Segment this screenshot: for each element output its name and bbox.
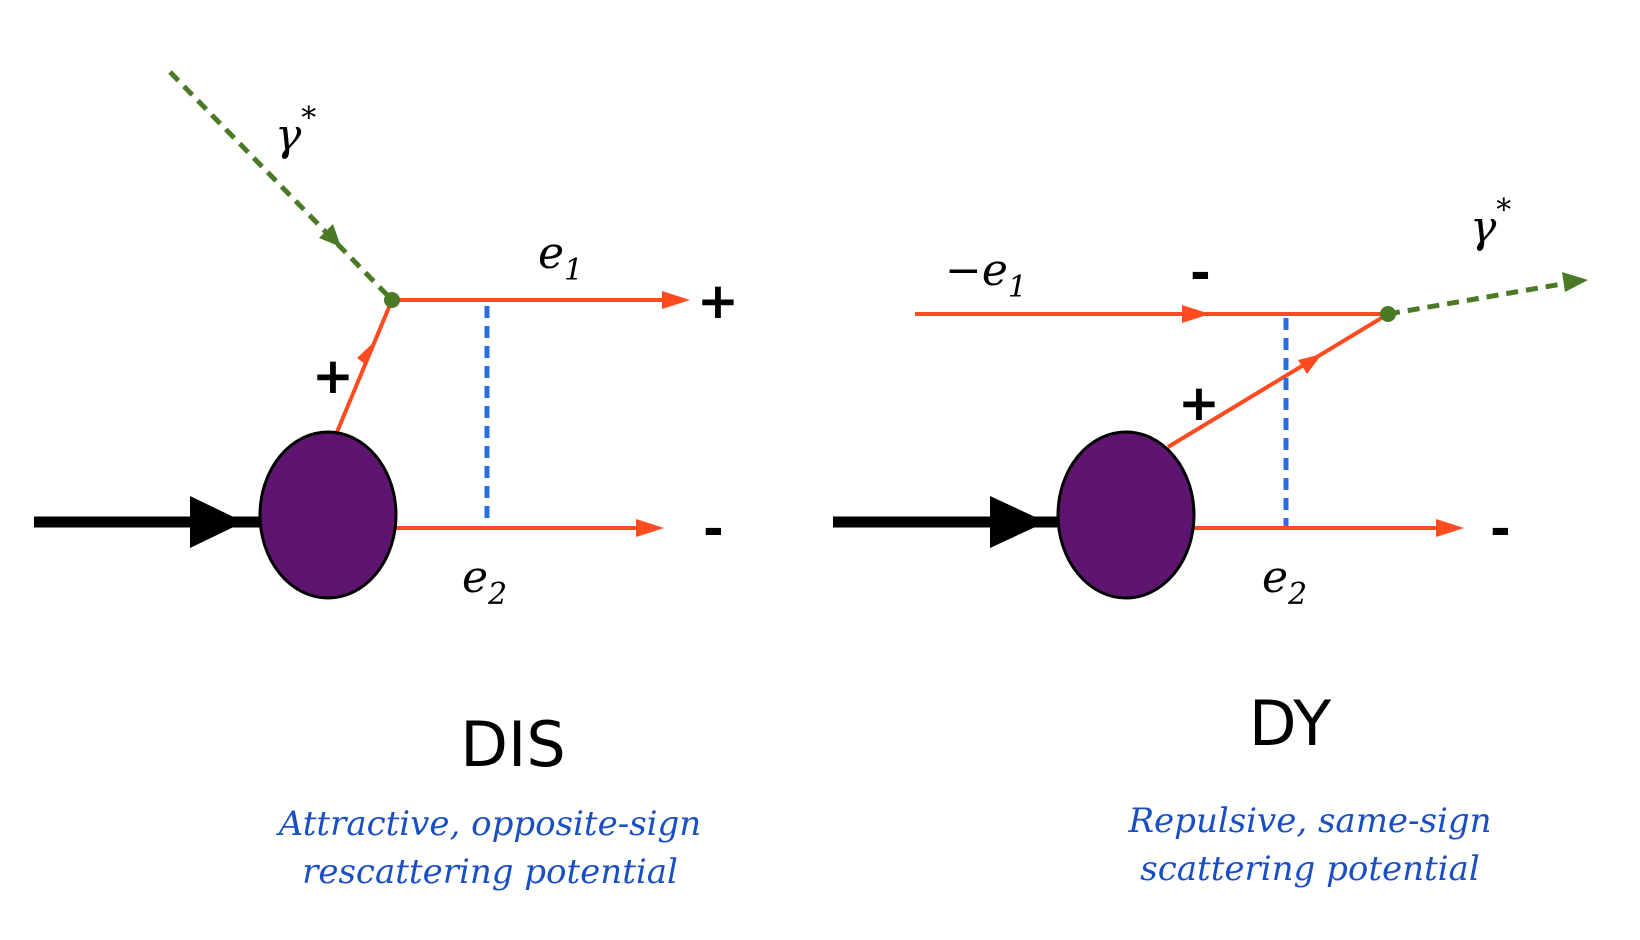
dis-e1-label: e1 bbox=[538, 228, 583, 288]
dis-top-arrow bbox=[662, 291, 690, 309]
dy-quark-arrow bbox=[1298, 354, 1322, 374]
dis-beam-arrow bbox=[190, 496, 244, 548]
dy-photon-label: γ* bbox=[1470, 193, 1511, 253]
dy-vertex bbox=[1380, 306, 1396, 322]
dis-caption-line2: rescattering potential bbox=[302, 852, 678, 892]
dy-beam-arrow bbox=[990, 496, 1046, 548]
dy-top-arrow bbox=[1182, 305, 1210, 323]
dy-caption-line1: Repulsive, same-sign bbox=[1127, 801, 1491, 841]
dis-caption-line1: Attractive, opposite-sign bbox=[276, 804, 701, 844]
dis-quark-line bbox=[335, 299, 394, 433]
dis-photon-label: γ* bbox=[275, 101, 316, 161]
dis-bottom-arrow bbox=[636, 519, 664, 537]
dy-caption-line2: scattering potential bbox=[1140, 849, 1479, 889]
dy-quark-line bbox=[1166, 312, 1390, 449]
dy-photon-line bbox=[1387, 280, 1569, 317]
dy-photon-arrow bbox=[1562, 272, 1588, 292]
dy-sign-bottom: - bbox=[1490, 500, 1511, 558]
dis-hadron-blob bbox=[258, 430, 398, 600]
dy-e2-label: e2 bbox=[1262, 552, 1307, 612]
dy-bottom-arrow bbox=[1436, 519, 1464, 537]
dis-title: DIS bbox=[460, 708, 565, 781]
dis-sign-quark: + bbox=[312, 347, 354, 405]
dy-sign-quark: + bbox=[1178, 374, 1220, 432]
dy-diagram: −e1 γ* e2 - + - DY Repulsive, same-sign … bbox=[833, 193, 1588, 889]
dy-hadron-blob bbox=[1056, 430, 1196, 600]
dy-e1-label: −e1 bbox=[945, 245, 1027, 305]
dis-photon-line bbox=[168, 70, 394, 302]
dy-sign-top: - bbox=[1190, 244, 1211, 302]
dis-e2-label: e2 bbox=[462, 552, 507, 612]
dis-diagram: γ* e1 e2 + + - DIS Attractive, opposite-… bbox=[34, 70, 739, 892]
dis-sign-top: + bbox=[697, 272, 739, 330]
dis-sign-bottom: - bbox=[703, 500, 724, 558]
dis-vertex bbox=[384, 292, 400, 308]
dis-photon-arrow bbox=[319, 224, 341, 247]
dis-quark-arrow bbox=[357, 342, 374, 364]
dy-title: DY bbox=[1249, 687, 1331, 760]
